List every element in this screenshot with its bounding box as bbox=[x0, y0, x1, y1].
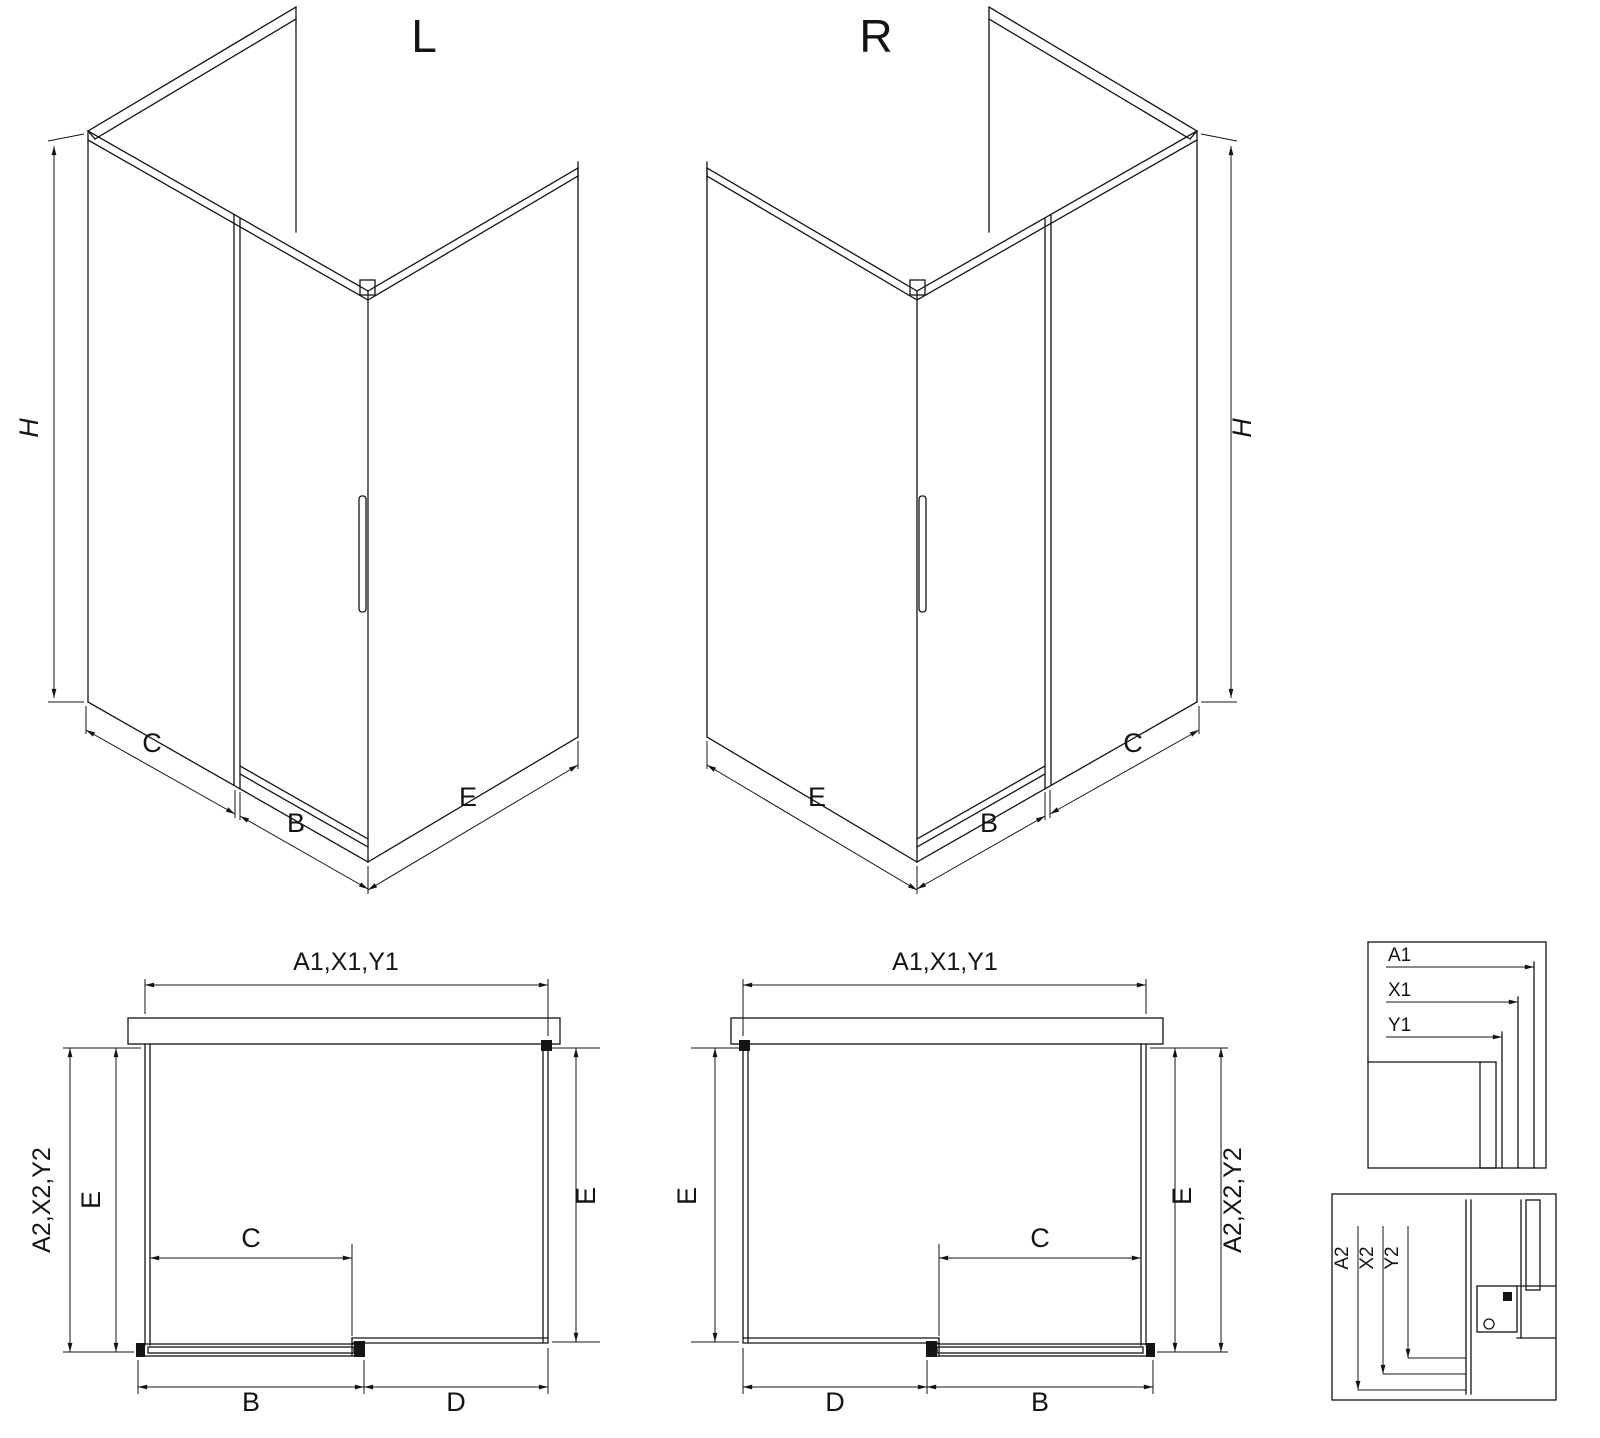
plan-view-left bbox=[63, 979, 600, 1394]
plan-left-dim-top: A1,X1,Y1 bbox=[293, 948, 399, 976]
dim-label-c-right: C bbox=[1123, 728, 1143, 758]
detail-bottom-label-y2: Y2 bbox=[1382, 1246, 1403, 1269]
detail-bottom-label-a2: A2 bbox=[1332, 1246, 1353, 1269]
variant-label-left: L bbox=[411, 10, 437, 62]
dim-label-e-left: E bbox=[459, 782, 477, 812]
plan-left-dim-b: B bbox=[242, 1387, 260, 1417]
plan-left-dim-e-outer: E bbox=[571, 1187, 601, 1205]
detail-top-label-a1: A1 bbox=[1388, 945, 1411, 966]
plan-view-right bbox=[691, 979, 1228, 1394]
plan-right-dim-side: A2,X2,Y2 bbox=[1219, 1147, 1247, 1253]
detail-view-bottom bbox=[1331, 1193, 1557, 1401]
plan-right-dim-b: B bbox=[1031, 1387, 1049, 1417]
dim-label-b-right: B bbox=[980, 808, 998, 838]
plan-right-dim-e-outer: E bbox=[672, 1187, 702, 1205]
dim-label-h-left: H bbox=[14, 418, 44, 438]
detail-view-top bbox=[1367, 941, 1547, 1169]
plan-right-dim-top: A1,X1,Y1 bbox=[892, 948, 998, 976]
plan-left-dim-e-inner: E bbox=[76, 1191, 106, 1209]
detail-top-label-x1: X1 bbox=[1388, 980, 1411, 1001]
detail-top-label-y1: Y1 bbox=[1388, 1015, 1411, 1036]
plan-right-dim-e-inner: E bbox=[1167, 1187, 1197, 1205]
plan-left-dim-side: A2,X2,Y2 bbox=[28, 1147, 56, 1253]
plan-right-dim-d: D bbox=[825, 1387, 845, 1417]
iso-view-left bbox=[48, 7, 578, 894]
dim-label-b-left: B bbox=[287, 808, 305, 838]
dim-label-c-left: C bbox=[142, 728, 162, 758]
detail-bottom-label-x2: X2 bbox=[1357, 1246, 1378, 1269]
plan-right-dim-c: C bbox=[1030, 1223, 1050, 1253]
dim-label-h-right: H bbox=[1227, 418, 1257, 438]
dim-label-e-right: E bbox=[808, 782, 826, 812]
plan-left-dim-c: C bbox=[241, 1223, 261, 1253]
plan-left-dim-d: D bbox=[446, 1387, 466, 1417]
variant-label-right: R bbox=[859, 10, 892, 62]
iso-view-right bbox=[707, 7, 1237, 894]
